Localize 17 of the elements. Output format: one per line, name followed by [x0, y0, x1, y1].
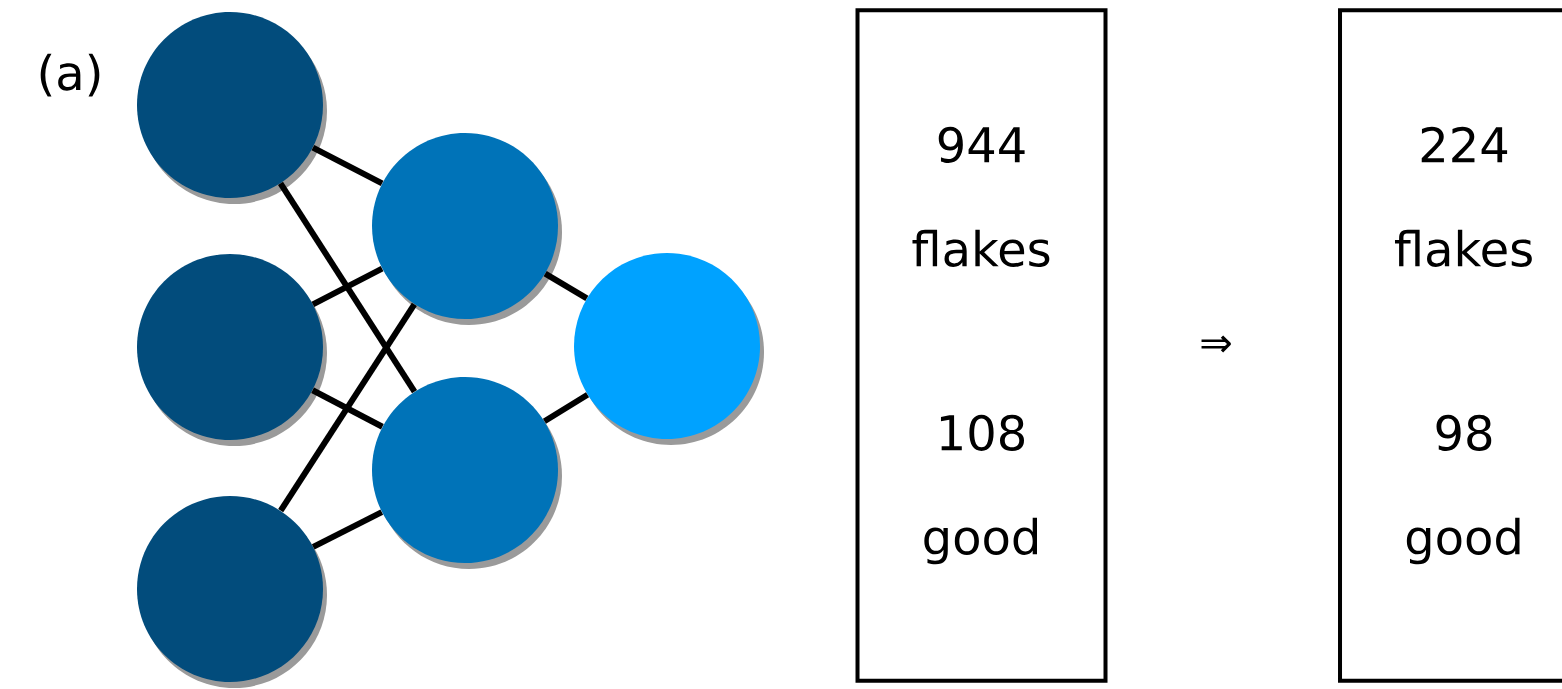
- connection-line: [311, 266, 384, 307]
- connection-line: [311, 509, 384, 550]
- count-box: 224 flakes 98 good: [1338, 8, 1562, 683]
- connection-line: [311, 387, 384, 430]
- neuron-circle: [574, 253, 760, 439]
- neuron-circle: [137, 496, 323, 682]
- connection-line: [277, 181, 418, 394]
- neuron-circle: [372, 377, 558, 563]
- neuron-circle: [137, 12, 323, 198]
- neuron-circle: [137, 254, 323, 440]
- implies-symbol: ⇒: [1201, 335, 1231, 353]
- connection-line: [311, 145, 384, 186]
- neuron-circle: [372, 133, 558, 319]
- count-box: 944 flakes 108 good: [855, 8, 1108, 683]
- connection-line: [543, 271, 589, 301]
- connection-line: [278, 302, 417, 513]
- connection-line: [542, 392, 590, 424]
